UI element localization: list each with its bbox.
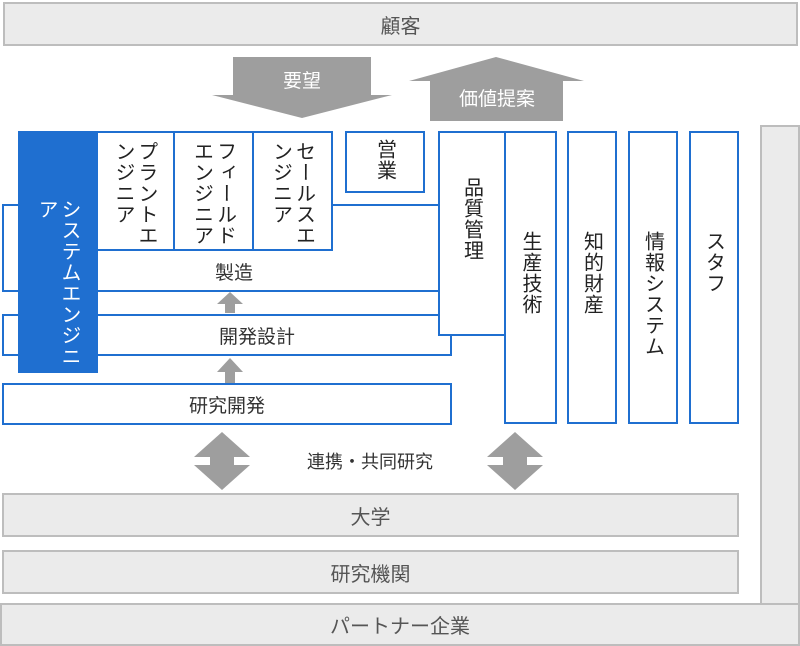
value-proposal-label: 価値提案 xyxy=(458,87,535,110)
university-box: 大学 xyxy=(2,493,739,537)
staff-box: スタフ xyxy=(689,131,739,424)
system-engineer-label: システムエンジニア xyxy=(35,199,82,367)
value-proposal-arrow xyxy=(409,57,584,121)
plant-engineer-box: プラントエンジニア xyxy=(95,131,175,251)
collab-arrow-right xyxy=(487,432,543,490)
partner-frame-vertical xyxy=(760,125,800,605)
collab-arrow-left xyxy=(194,432,250,490)
info-system-box: 情報システム xyxy=(628,131,678,424)
manufacturing-label: 製造 xyxy=(214,261,253,284)
development-design-label: 開発設計 xyxy=(218,325,295,348)
sales-engineer-box: セールスエンジニア xyxy=(252,131,333,251)
university-label: 大学 xyxy=(350,504,391,529)
partner-companies-box: パートナー企業 xyxy=(0,603,800,646)
rnd-label: 研究開発 xyxy=(188,394,265,417)
production-technology-label: 生産技術 xyxy=(519,231,543,315)
plant-engineer-label: プラントエンジニア xyxy=(112,141,159,246)
customer-label: 顧客 xyxy=(380,13,421,38)
staff-label: スタフ xyxy=(702,231,727,294)
quality-control-box: 品質管理 xyxy=(438,131,506,336)
up-arrow-to-manufacturing xyxy=(217,292,243,313)
research-institute-label: 研究機関 xyxy=(330,561,411,586)
system-engineer-box: システムエンジニア xyxy=(18,131,98,373)
sales-label: 営業 xyxy=(373,139,398,181)
demand-label: 要望 xyxy=(282,69,321,92)
partner-companies-label: パートナー企業 xyxy=(330,614,470,638)
intellectual-property-box: 知的財産 xyxy=(567,131,617,424)
sales-engineer-label: セールスエンジニア xyxy=(269,141,317,246)
customer-box: 顧客 xyxy=(3,2,798,46)
intellectual-property-label: 知的財産 xyxy=(580,231,605,315)
field-engineer-label: フィールドエンジニア xyxy=(190,141,238,246)
info-system-label: 情報システム xyxy=(641,231,666,357)
rnd-box: 研究開発 xyxy=(2,383,452,425)
up-arrow-to-design xyxy=(217,358,243,384)
demand-arrow xyxy=(212,57,392,118)
sales-box: 営業 xyxy=(345,131,425,193)
collaboration-label: 連携・共同研究 xyxy=(307,452,433,473)
field-engineer-box: フィールドエンジニア xyxy=(173,131,254,251)
research-institute-box: 研究機関 xyxy=(2,550,739,594)
production-technology-box: 生産技術 xyxy=(504,131,557,424)
quality-control-label: 品質管理 xyxy=(460,177,485,261)
